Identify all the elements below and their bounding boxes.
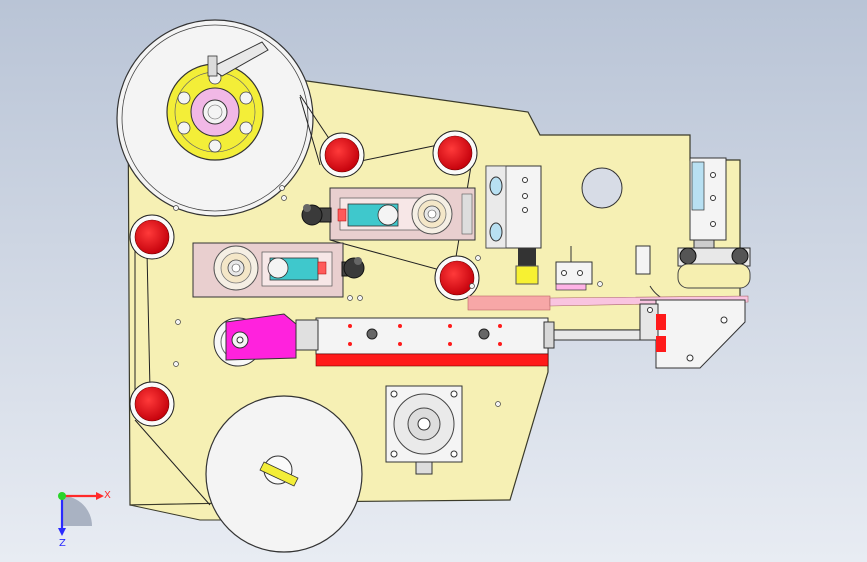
upper-tension-block[interactable] xyxy=(329,187,476,241)
right-actuator-block[interactable] xyxy=(639,299,746,369)
lower-tension-block[interactable] xyxy=(192,242,344,298)
reel-clamp-key[interactable] xyxy=(259,461,299,487)
guide-roller-3[interactable] xyxy=(129,214,175,260)
peel-plate[interactable] xyxy=(467,295,749,311)
guide-roller-2[interactable] xyxy=(432,130,478,176)
right-vertical-cylinder[interactable] xyxy=(689,157,727,257)
fastener-holes xyxy=(173,185,603,407)
guide-roller-4[interactable] xyxy=(434,255,480,301)
magenta-pivot-arm[interactable] xyxy=(213,313,297,367)
take-up-reel[interactable] xyxy=(205,395,363,553)
guide-roller-1[interactable] xyxy=(319,132,365,178)
stepper-motor[interactable] xyxy=(385,385,463,475)
upper-clamp-knob[interactable] xyxy=(301,204,332,226)
pressing-roller[interactable] xyxy=(677,247,751,289)
guide-roller-5[interactable] xyxy=(129,381,175,427)
sensor-bracket[interactable] xyxy=(555,246,593,291)
horizontal-slide[interactable] xyxy=(295,317,645,367)
lower-clamp-knob[interactable] xyxy=(341,257,365,279)
supply-reel[interactable] xyxy=(116,19,314,217)
mounting-hole xyxy=(581,167,623,209)
coordinate-triad: X Z xyxy=(58,490,111,549)
x-axis-label: X xyxy=(104,490,111,501)
z-axis-label: Z xyxy=(59,538,66,549)
reel-lock-lever[interactable] xyxy=(209,41,269,77)
upper-cylinder[interactable] xyxy=(485,165,542,285)
